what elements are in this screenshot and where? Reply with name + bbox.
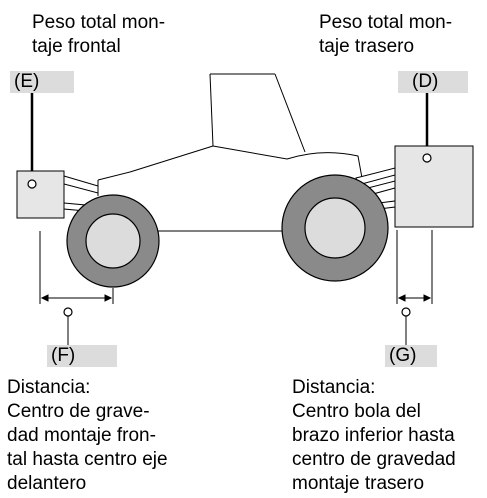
front-weight-cog (27, 179, 37, 189)
distance-f-line4: tal hasta centro eje (7, 449, 168, 470)
front-wheel (66, 194, 160, 288)
distance-g-line4: centro de gravedad (292, 449, 456, 470)
rear-weight-block (394, 145, 474, 228)
front-weight-caption-line2: taje frontal (32, 36, 121, 57)
rear-weight-cog (422, 153, 432, 163)
label-e: (E) (14, 71, 40, 92)
distance-f-line1: Distancia: (7, 377, 91, 398)
distance-g-line1: Distancia: (292, 377, 376, 398)
distance-g-line5: montaje trasero (292, 473, 425, 494)
dimension-g (396, 230, 433, 345)
distance-g-line2: Centro bola del (292, 401, 421, 422)
dimension-f-marker (63, 307, 73, 317)
rear-weight-caption-line1: Peso total mon- (319, 12, 453, 33)
label-f: (F) (51, 345, 76, 366)
front-weight-block (16, 170, 65, 219)
label-d-tag: (D) (398, 71, 468, 93)
label-e-tag: (E) (10, 71, 74, 93)
distance-f-line5: delantero (7, 473, 87, 494)
label-g: (G) (389, 345, 417, 366)
distance-f-line2: Centro de grave- (7, 401, 150, 422)
label-g-tag: (G) (385, 345, 437, 367)
label-f-tag: (F) (47, 345, 117, 367)
dimension-g-marker (401, 307, 411, 317)
dimension-f (39, 231, 114, 345)
front-weight-caption-line1: Peso total mon- (32, 12, 166, 33)
rear-wheel (281, 174, 389, 282)
distance-f-line3: dad montaje fron- (7, 425, 156, 446)
rear-weight-caption-line2: taje trasero (319, 36, 415, 57)
label-d: (D) (412, 71, 439, 92)
distance-g-line3: brazo inferior hasta (292, 425, 455, 446)
